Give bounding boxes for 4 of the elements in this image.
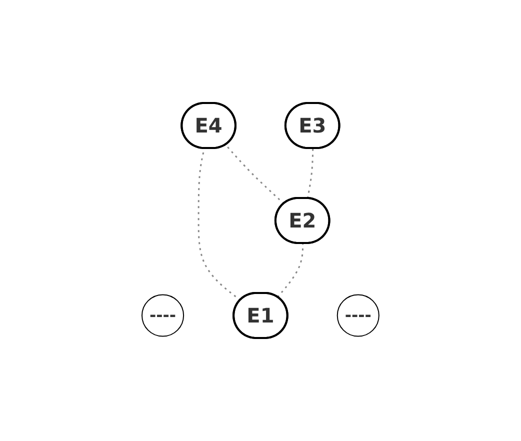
node-circle: ---- bbox=[142, 294, 184, 337]
connector bbox=[306, 148, 314, 199]
connector bbox=[277, 243, 304, 298]
node-circle: ---- bbox=[336, 294, 380, 337]
